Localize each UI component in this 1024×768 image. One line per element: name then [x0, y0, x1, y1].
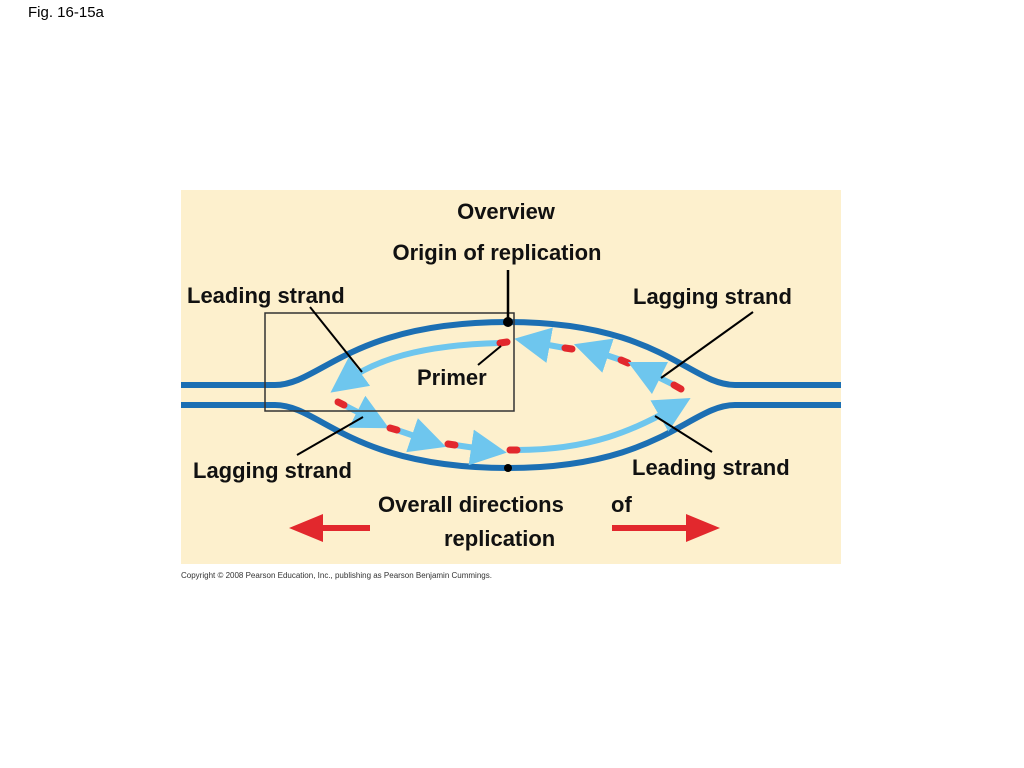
diagram-title: Overview	[457, 199, 556, 224]
primer-okazaki-top-2	[617, 356, 632, 367]
copyright-notice: Copyright © 2008 Pearson Education, Inc.…	[181, 571, 492, 580]
label-overall-of: of	[611, 492, 632, 517]
primer-top	[496, 338, 511, 347]
origin-dot-bottom	[504, 464, 512, 472]
zoom-region-box	[264, 312, 515, 412]
figure-label: Fig. 16-15a	[28, 4, 104, 21]
okazaki-fragment-top-1	[514, 327, 566, 363]
okazaki-fragment-bottom-3	[454, 429, 507, 466]
primer-okazaki-bottom-1	[334, 398, 348, 409]
okazaki-fragment-top-2	[573, 338, 622, 373]
label-lagging-strand-bottom: Lagging strand	[193, 458, 352, 483]
leader-line-primer	[477, 345, 502, 366]
parental-strand-top	[181, 318, 841, 388]
label-replication: replication	[444, 526, 555, 551]
leader-line-leading-top	[309, 306, 363, 373]
direction-arrow-left-head	[289, 514, 323, 542]
label-leading-strand-bottom: Leading strand	[632, 455, 790, 480]
primer-okazaki-top-1	[561, 344, 576, 353]
label-primer: Primer	[417, 365, 487, 390]
leader-line-lagging-top	[660, 311, 754, 379]
label-leading-strand-top: Leading strand	[187, 283, 345, 308]
leader-line-leading-bottom	[654, 415, 713, 453]
label-overall-directions: Overall directions	[378, 492, 564, 517]
leader-line-lagging-bottom	[296, 416, 364, 456]
direction-arrow-right-head	[686, 514, 720, 542]
leading-strand-top	[330, 340, 501, 393]
primer-okazaki-bottom-2	[386, 424, 401, 434]
okazaki-fragment-bottom-1	[342, 395, 389, 429]
label-lagging-strand-top: Lagging strand	[633, 284, 792, 309]
label-origin-of-replication: Origin of replication	[392, 240, 601, 265]
primer-okazaki-bottom-3	[444, 440, 459, 449]
diagram-panel	[181, 190, 841, 564]
okazaki-fragment-top-3	[627, 361, 676, 395]
primer-okazaki-top-3	[670, 381, 685, 393]
leading-strand-bottom	[516, 398, 691, 453]
okazaki-fragment-bottom-2	[396, 418, 447, 453]
